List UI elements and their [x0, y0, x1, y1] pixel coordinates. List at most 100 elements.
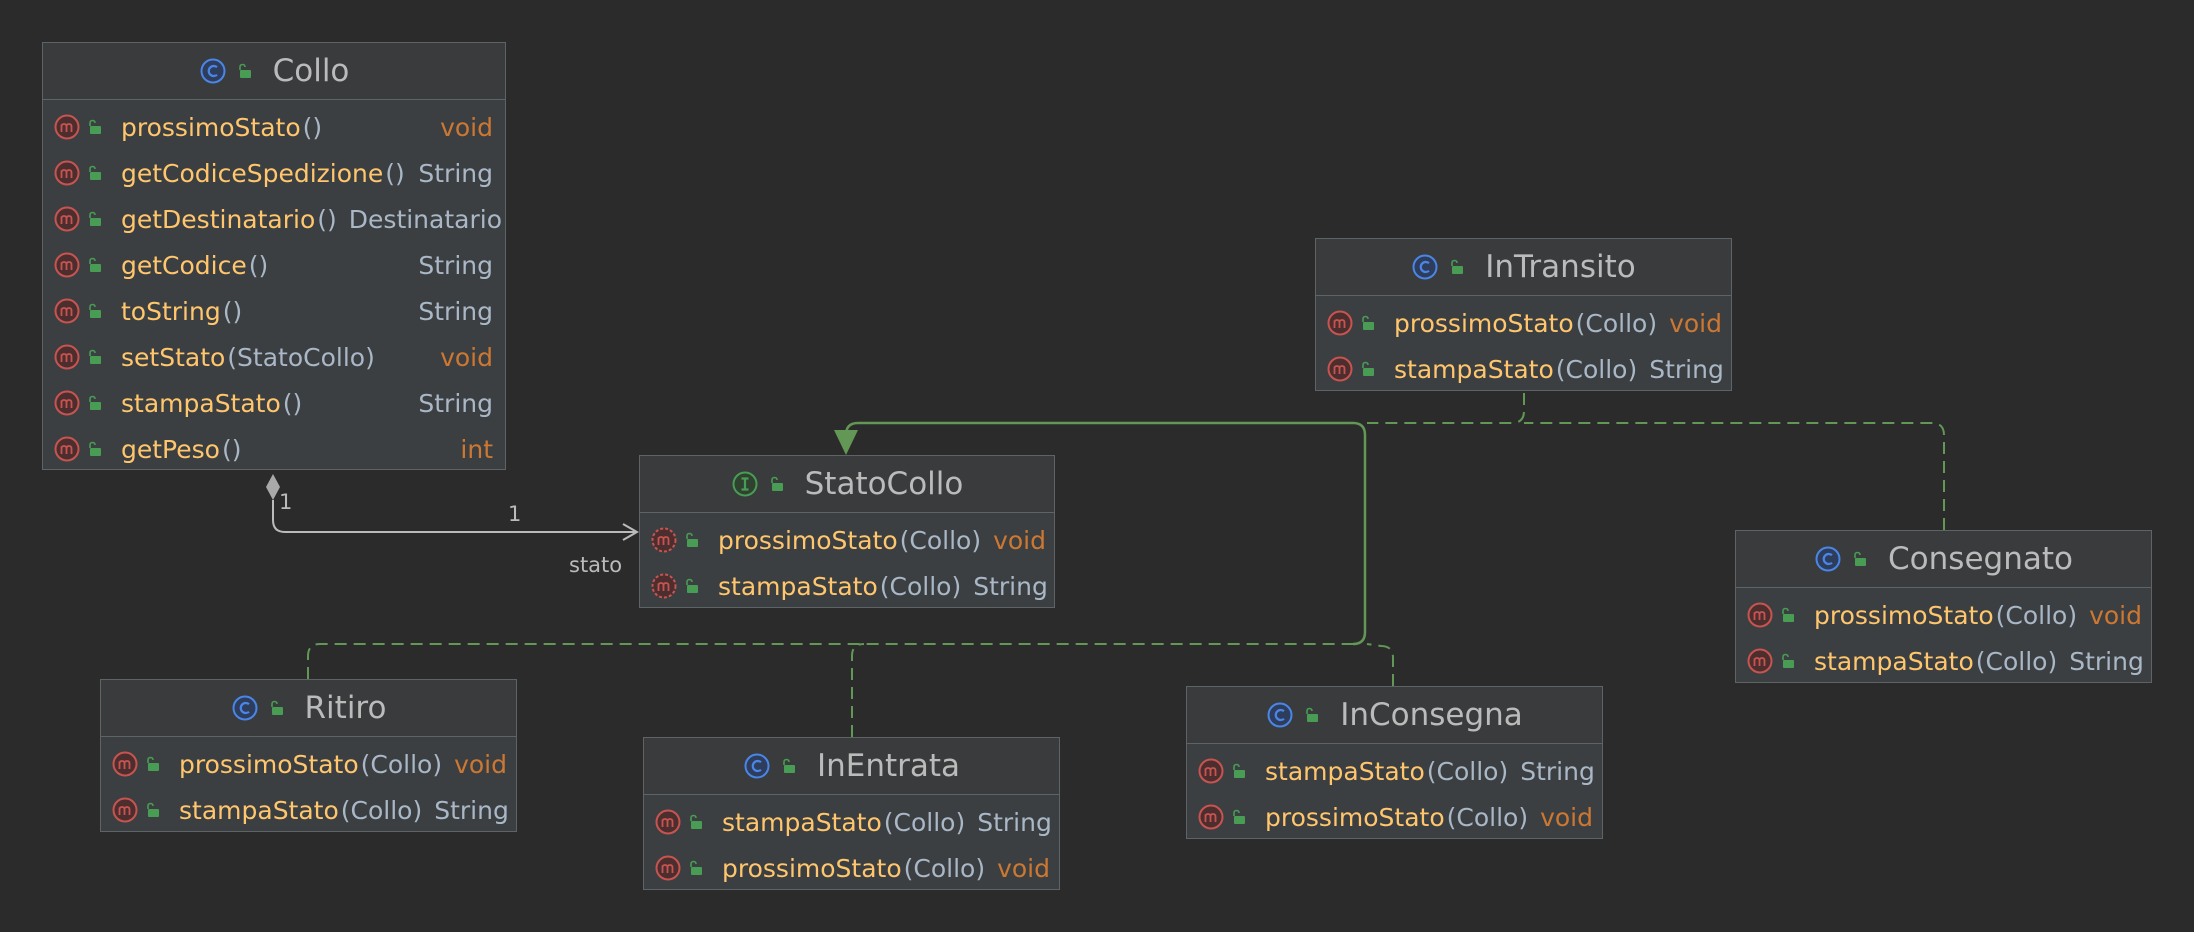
class-name: InConsegna [1340, 697, 1523, 733]
composition-edge[interactable] [272, 500, 636, 533]
class-icon [1266, 701, 1294, 729]
method-row[interactable]: stampaStato(Collo)String [644, 799, 1059, 845]
method-row[interactable]: prossimoStato(Collo)void [644, 845, 1059, 891]
method-params: (Collo) [1426, 756, 1509, 786]
method-row[interactable]: stampaStato(Collo)String [1316, 346, 1731, 392]
method-name: stampaStato [1814, 646, 1974, 676]
interface-icon [731, 470, 759, 498]
method-row[interactable]: getCodiceSpedizione()String [43, 150, 505, 196]
method-icon [53, 251, 81, 279]
realization-edge-in-transito[interactable] [1367, 393, 1525, 424]
return-type: String [434, 795, 509, 825]
class-header[interactable]: InTransito [1316, 239, 1731, 296]
public-visibility-icon [1852, 551, 1868, 567]
realization-edge-consegnato[interactable] [1524, 422, 1945, 530]
method-params: () [248, 250, 269, 280]
method-name: stampaStato [722, 807, 882, 837]
method-icon [111, 796, 139, 824]
class-name: Ritiro [304, 690, 387, 726]
method-row[interactable]: getDestinatario()Destinatario [43, 196, 505, 242]
return-type: String [418, 250, 493, 280]
method-params: (Collo) [1446, 802, 1529, 832]
method-row[interactable]: stampaStato(Collo)String [1736, 638, 2151, 684]
public-visibility-icon [1231, 809, 1247, 825]
method-icon [53, 297, 81, 325]
return-type: String [1520, 756, 1595, 786]
role-label: stato [569, 553, 623, 577]
method-name: prossimoStato [1814, 600, 1994, 630]
method-row[interactable]: stampaStato(Collo)String [640, 563, 1054, 609]
method-icon [654, 808, 682, 836]
public-visibility-icon [1780, 653, 1796, 669]
public-visibility-icon [269, 700, 285, 716]
method-name: getCodiceSpedizione [121, 158, 384, 188]
realization-edge-in-consegna[interactable] [1366, 643, 1394, 686]
return-type: String [973, 571, 1048, 601]
method-params: (StatoCollo) [227, 342, 375, 372]
class-header[interactable]: Ritiro [101, 680, 516, 737]
method-row[interactable]: prossimoStato(Collo)void [1736, 592, 2151, 638]
realization-edge-ritiro[interactable] [307, 643, 1353, 679]
public-visibility-icon [688, 860, 704, 876]
class-header[interactable]: StatoCollo [640, 456, 1054, 513]
method-icon [53, 159, 81, 187]
public-visibility-icon [87, 303, 103, 319]
class-icon [1411, 253, 1439, 281]
class-name: Collo [272, 53, 350, 89]
public-visibility-icon [87, 257, 103, 273]
class-header[interactable]: Collo [43, 43, 505, 100]
method-row[interactable]: getPeso() int [43, 426, 505, 472]
public-visibility-icon [87, 441, 103, 457]
method-row[interactable]: getCodice()String [43, 242, 505, 288]
method-row[interactable]: prossimoStato(Collo)void [640, 517, 1054, 563]
method-icon [1746, 601, 1774, 629]
method-name: getPeso [121, 434, 220, 464]
public-visibility-icon [769, 476, 785, 492]
source-multiplicity-label: 1 [279, 490, 293, 514]
realization-edge-in-entrata[interactable] [851, 643, 865, 737]
return-type: int [460, 434, 493, 464]
class-header[interactable]: InEntrata [644, 738, 1059, 795]
method-params: (Collo) [883, 807, 966, 837]
composition-diamond-marker [266, 474, 280, 500]
return-type: String [418, 296, 493, 326]
method-row[interactable]: setStato(StatoCollo)void [43, 334, 505, 380]
method-icon [53, 113, 81, 141]
method-params: (Collo) [1575, 308, 1658, 338]
method-name: stampaStato [1394, 354, 1554, 384]
method-row[interactable]: toString()String [43, 288, 505, 334]
public-visibility-icon [684, 532, 700, 548]
method-row[interactable]: prossimoStato(Collo)void [1187, 794, 1602, 840]
method-params: (Collo) [340, 795, 423, 825]
method-icon [53, 205, 81, 233]
class-header[interactable]: InConsegna [1187, 687, 1602, 744]
method-row[interactable]: prossimoStato(Collo)void [1316, 300, 1731, 346]
method-row[interactable]: stampaStato(Collo)String [1187, 748, 1602, 794]
method-row[interactable]: prossimoStato()void [43, 104, 505, 150]
method-params: (Collo) [879, 571, 962, 601]
return-type: void [454, 749, 507, 779]
return-type: void [2089, 600, 2142, 630]
method-params: () [385, 158, 405, 188]
public-visibility-icon [688, 814, 704, 830]
method-icon [654, 854, 682, 882]
method-row[interactable]: prossimoStato(Collo)void [101, 741, 516, 787]
return-type: String [2069, 646, 2144, 676]
abstract-method-icon [650, 572, 678, 600]
public-visibility-icon [781, 758, 797, 774]
method-params: () [221, 434, 242, 464]
method-row[interactable]: stampaStato(Collo)String [101, 787, 516, 833]
class-header[interactable]: Consegnato [1736, 531, 2151, 588]
method-row[interactable]: stampaStato()String [43, 380, 505, 426]
class-name: Consegnato [1888, 541, 2073, 577]
